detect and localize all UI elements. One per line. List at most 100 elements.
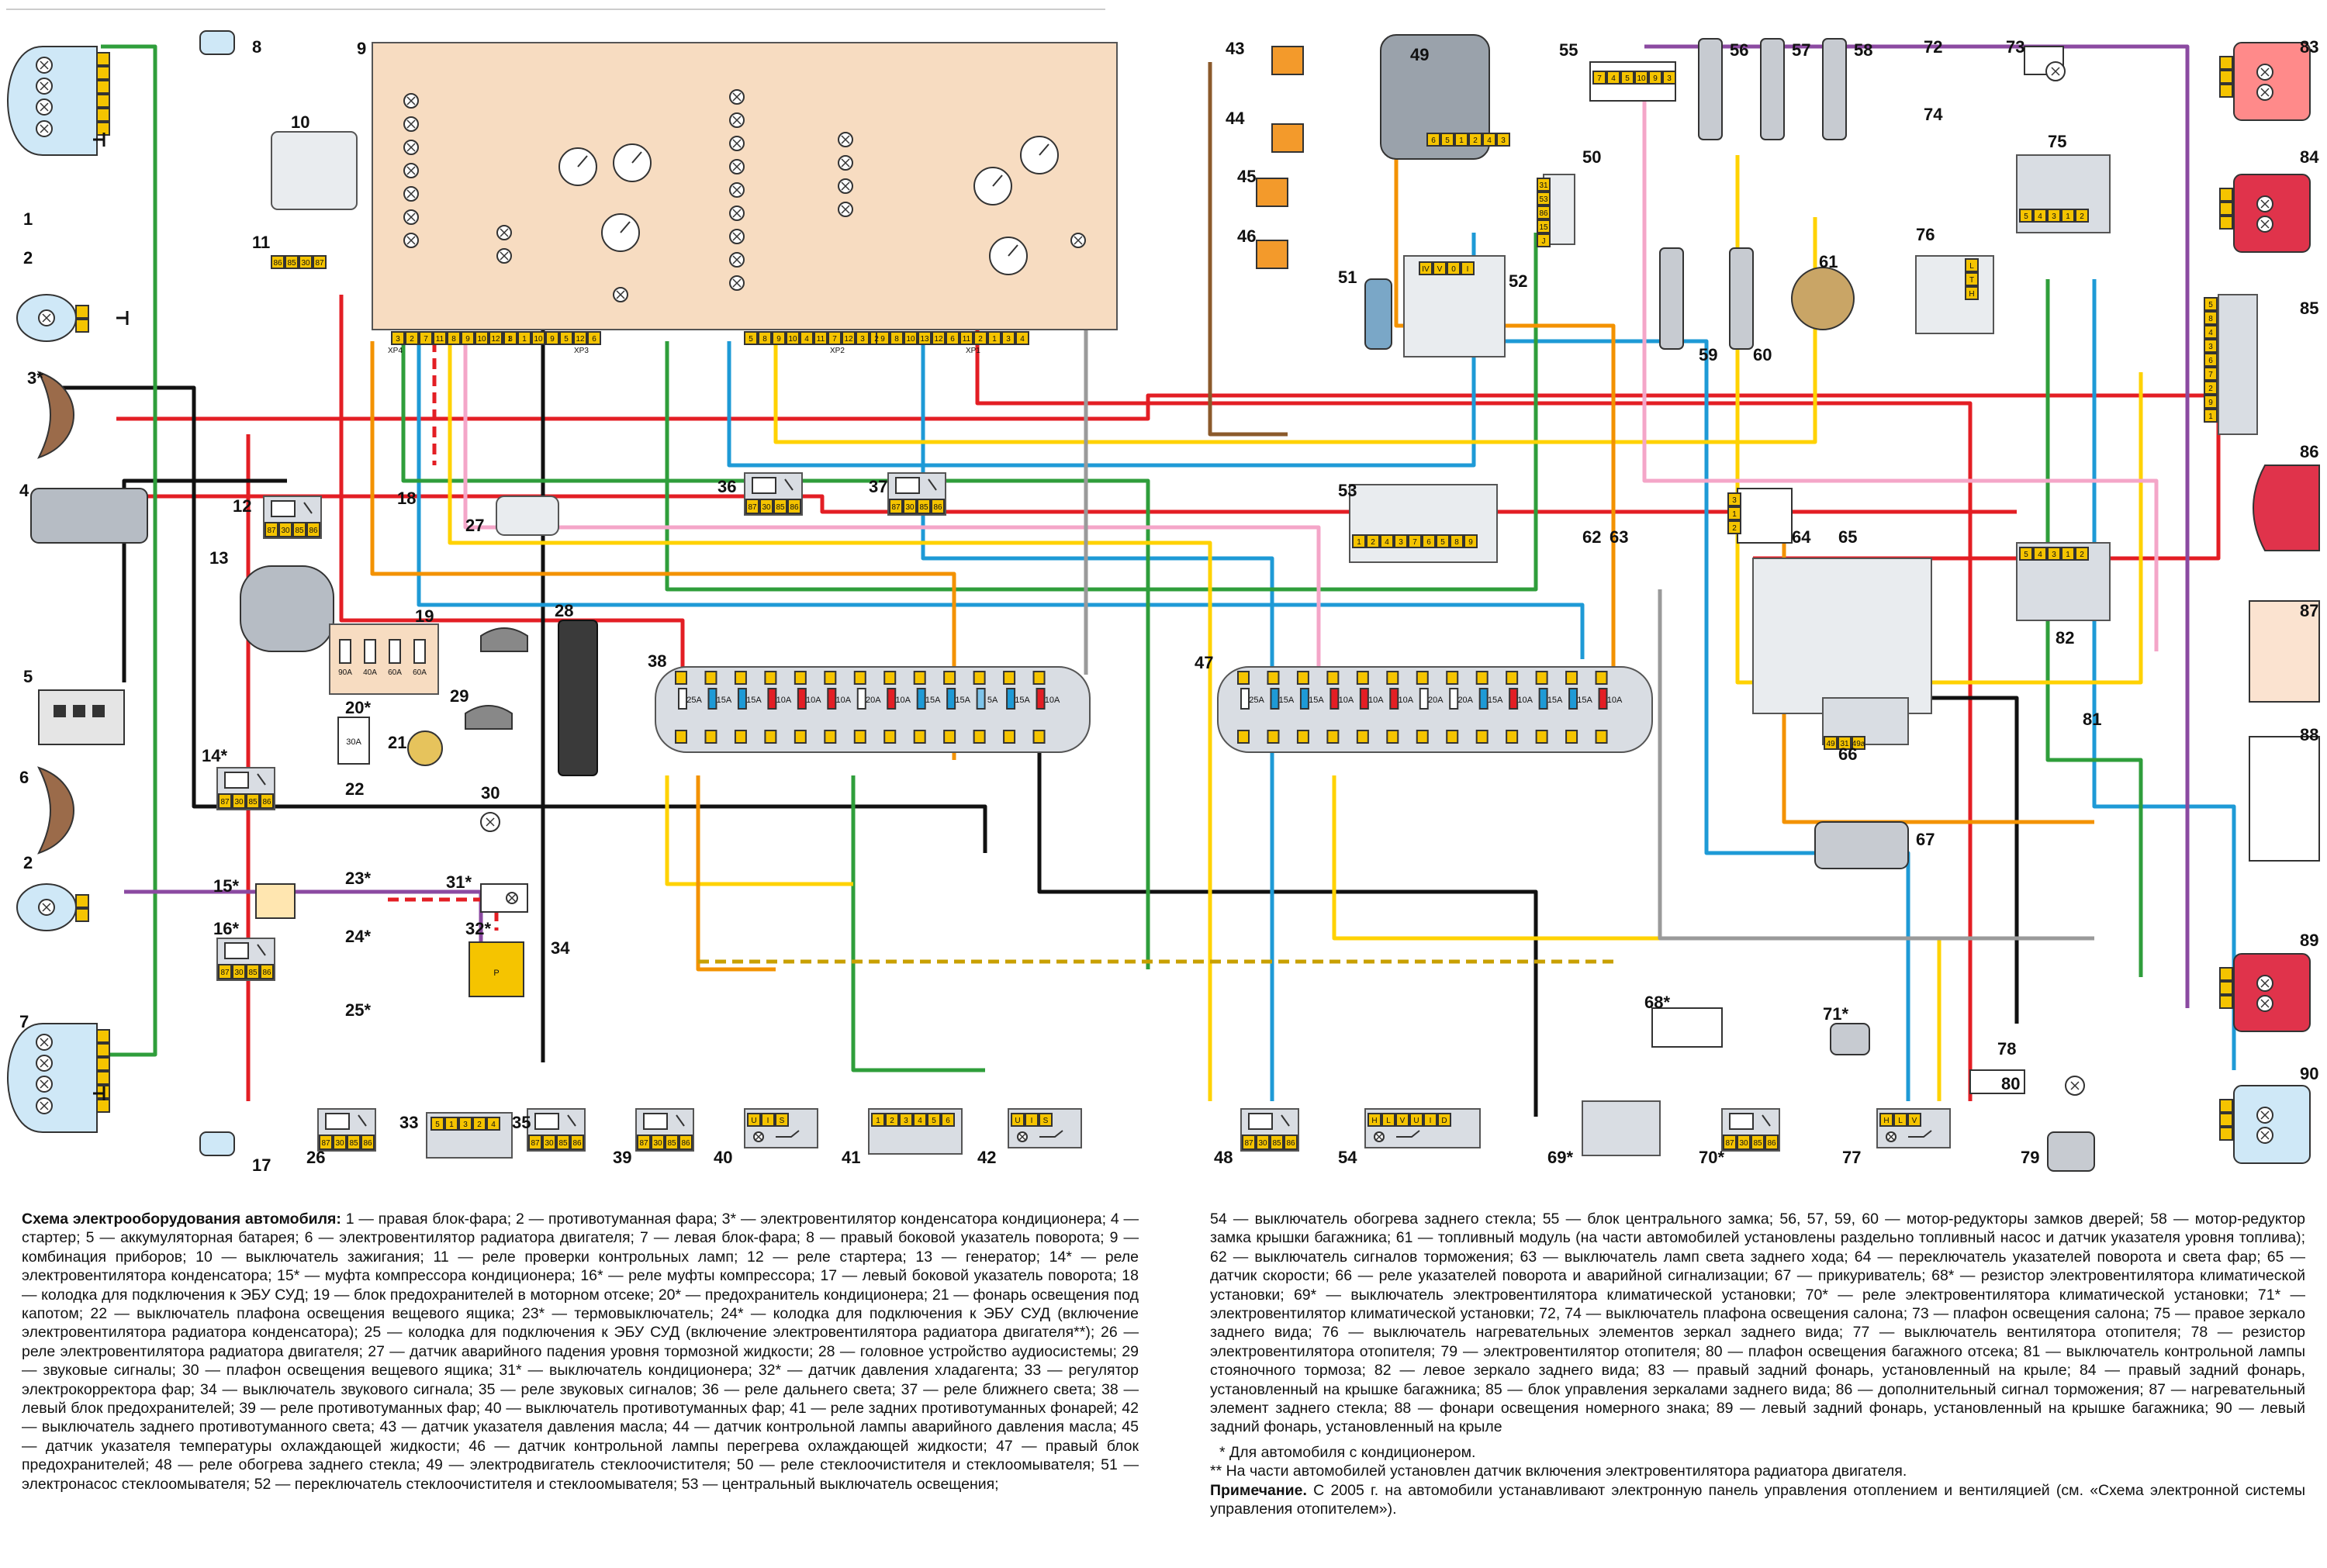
rear-fog-switch-pin — [1025, 1113, 1039, 1127]
component-number: 34 — [551, 938, 570, 958]
wiper-motor-pin — [1426, 133, 1440, 147]
cluster-xp3-pin — [559, 331, 573, 345]
right-rear-lamp-fender-pin — [2219, 70, 2233, 84]
fog-lamp-relay-contact — [676, 1114, 685, 1127]
cluster-xp3-pin — [587, 331, 601, 345]
rear-fog-relay-pin-label: 2 — [890, 1117, 894, 1125]
left-fuse-block-fuse — [707, 688, 717, 710]
component-number: 85 — [2300, 299, 2318, 318]
check-lamp-relay-pin-label: 86 — [273, 259, 282, 268]
left-mirror-pin — [2061, 547, 2075, 561]
rear-window-heater-relay-coil — [1248, 1113, 1273, 1130]
right-fuse-block-fuse — [1568, 688, 1578, 710]
component-number: 59 — [1699, 345, 1717, 364]
condenser-fan — [37, 371, 74, 459]
cluster-xp2-pin-label: 10 — [788, 335, 797, 344]
sensor — [1256, 178, 1288, 207]
heater-fan-switch-pin-label: L — [1898, 1117, 1903, 1125]
left-fuse-block-pin — [734, 730, 747, 744]
cluster-xp1-pin-label: 2 — [978, 335, 983, 344]
light-switch-pin-label: 3 — [1399, 538, 1403, 547]
light-switch-pin-label: 5 — [1440, 538, 1445, 547]
left-mirror-pin — [2047, 547, 2061, 561]
component-number: 87 — [2300, 601, 2318, 620]
rear-window-heater-switch-pin — [1423, 1113, 1437, 1127]
condenser-fan-relay-pin-label: 87 — [220, 798, 230, 806]
cluster-xp2-pin-label: 4 — [804, 335, 809, 344]
starter-relay-pin-label: 85 — [295, 527, 304, 535]
cluster-xp4-pin-label: 1 — [507, 335, 512, 344]
light-switch-pin-label: 4 — [1385, 538, 1389, 547]
headlamp-leveling-regulator-pin-label: 3 — [463, 1121, 468, 1129]
rear-fog-switch-pin-label: U — [1015, 1117, 1020, 1125]
engine-fuse — [389, 639, 401, 664]
radiator-fan-relay-pin — [319, 1135, 333, 1150]
left-fuse-block-pin — [943, 671, 956, 685]
left-fuse-block-pin — [913, 730, 926, 744]
horn-relay-pin — [528, 1135, 542, 1150]
compressor-clutch-relay-pin — [218, 964, 232, 979]
left-fog-lamp-bulb-icon — [42, 903, 51, 912]
component-number: 10 — [291, 112, 309, 132]
warning-lamp-icon — [732, 92, 742, 102]
cluster-xp4-pin-label: 12 — [491, 335, 500, 344]
wiper-motor — [1380, 34, 1490, 160]
left-headlamp — [7, 1023, 98, 1133]
left-fuse-block-pin — [704, 730, 717, 744]
right-mirror-pin — [2061, 209, 2075, 223]
right-fuse-block-pin — [1237, 730, 1250, 744]
high-beam-relay-contact — [784, 478, 794, 491]
heater-fan-switch-lamp-icon — [1886, 1132, 1896, 1141]
left-fuse-block-fuse-rating: 15A — [746, 696, 762, 705]
cluster-xp3-pin-label: 6 — [592, 335, 596, 344]
rear-window-heater — [2249, 600, 2320, 703]
left-fuse-block-fuse — [797, 688, 807, 710]
engine-fuse-rating: 90A — [338, 668, 352, 677]
left-fuse-block-fuse — [916, 688, 926, 710]
left-fuse-block-fuse — [827, 688, 837, 710]
component-number: 26 — [306, 1148, 325, 1167]
component-number: 68* — [1644, 993, 1670, 1012]
cluster-xp4-pin-label: 11 — [436, 335, 444, 344]
right-fuse-block-fuse — [1359, 688, 1369, 710]
left-rear-lamp-trunk-pin — [2219, 995, 2233, 1009]
climate-fan-relay-pin-label: 87 — [1725, 1139, 1734, 1148]
left-fuse-block-fuse-rating: 20A — [866, 696, 881, 705]
high-beam-relay-pin-label: 85 — [776, 503, 785, 512]
central-lock-unit-pin — [1606, 71, 1620, 85]
engine-fuse — [364, 639, 376, 664]
mirror-control-unit-pin — [2204, 409, 2218, 423]
wire — [1735, 155, 2143, 685]
wire — [54, 385, 987, 853]
right-fuse-block-pin — [1565, 671, 1578, 685]
right-mirror-pin — [2047, 209, 2061, 223]
starter-relay-pin-label: 30 — [281, 527, 290, 535]
rear-window-heater-relay-pin — [1284, 1135, 1298, 1150]
component-number: 9 — [357, 39, 366, 58]
mirror-control-unit-pin-label: 4 — [2208, 329, 2213, 337]
ac-fuse-rating: 30A — [346, 737, 361, 747]
wire — [1412, 339, 1910, 1101]
wire — [1658, 589, 2094, 941]
left-mirror-pin — [2075, 547, 2089, 561]
fog-lamp-relay-pin-label: 85 — [667, 1139, 676, 1148]
left-fog-lamp-pin — [75, 908, 89, 922]
right-headlamp-bulb-icon — [40, 81, 49, 91]
wire — [417, 341, 1585, 659]
component-number: 32* — [465, 919, 491, 938]
left-rear-lamp-fender-pin — [2219, 1113, 2233, 1127]
climate-fan-switch — [1582, 1100, 1661, 1156]
rear-fog-relay-pin — [871, 1113, 885, 1127]
cluster-xp3-pin-label: 5 — [564, 335, 569, 344]
speedometer-icon-needle — [577, 155, 588, 168]
low-beam-relay-pin-label: 87 — [891, 503, 901, 512]
climate-fan-relay-pin-label: 85 — [1753, 1139, 1762, 1148]
cluster-xp2-pin — [744, 331, 758, 345]
battery-cell — [73, 705, 85, 717]
warning-lamp-icon — [732, 162, 742, 171]
component-number: 56 — [1730, 40, 1748, 60]
right-fuse-block-fuse-rating: 10A — [1607, 696, 1623, 705]
heater-fan-switch-pin-label: H — [1883, 1117, 1889, 1125]
component-number: 83 — [2300, 37, 2318, 57]
cluster-xp4-pin — [419, 331, 433, 345]
